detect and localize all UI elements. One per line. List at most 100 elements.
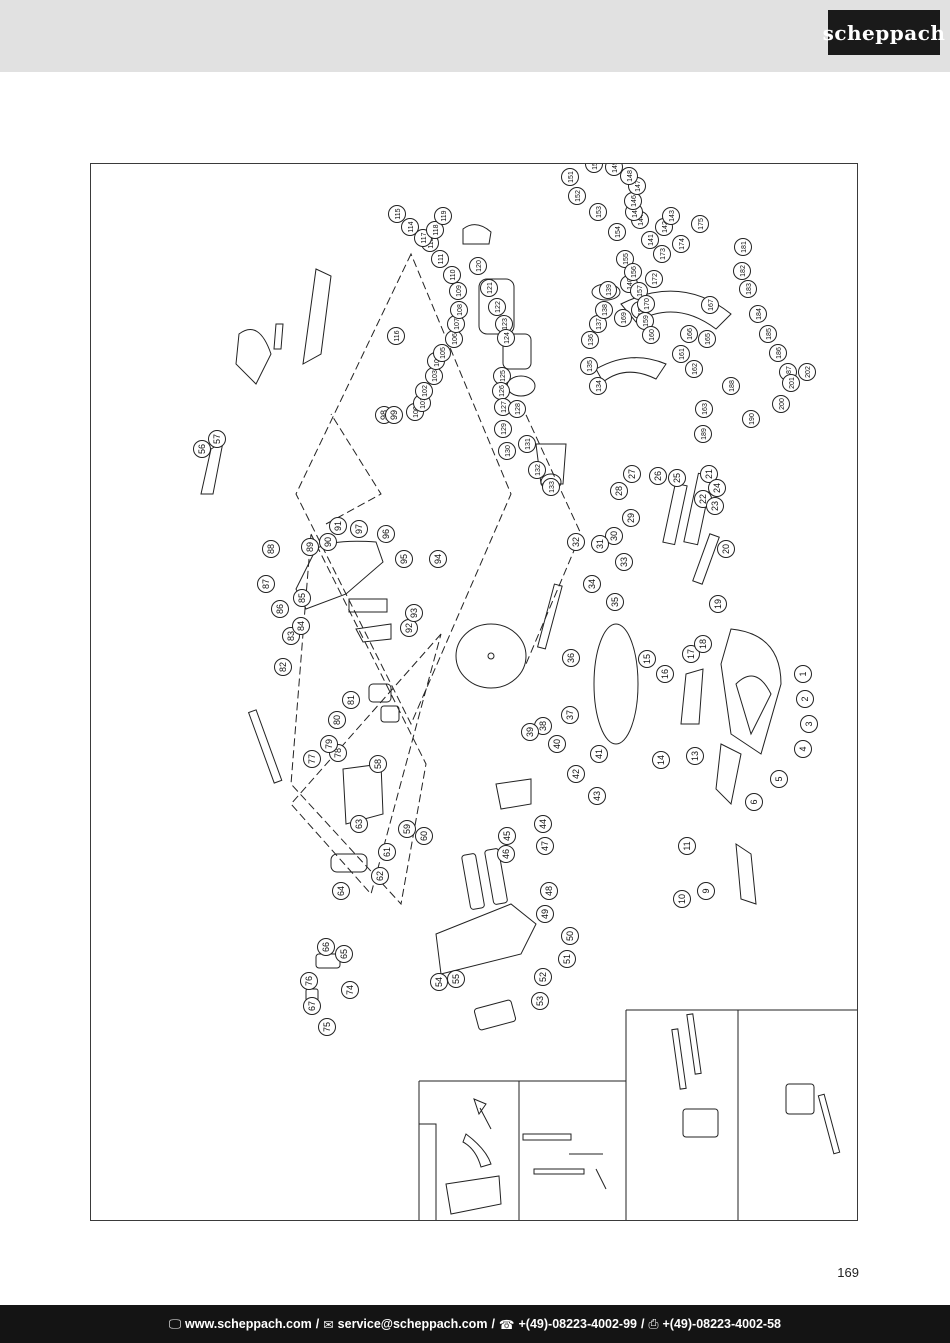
- part-callout-circle: [794, 665, 812, 683]
- part-callout-circle: [271, 600, 289, 618]
- part-callout-circle: [430, 973, 448, 991]
- part-callout-circle: [734, 238, 752, 256]
- part-callout-circle: [257, 575, 275, 593]
- part-callout-circle: [708, 479, 726, 497]
- part-callout-circle: [649, 467, 667, 485]
- part-callout: 52: [534, 968, 552, 986]
- part-callout: 77: [303, 750, 321, 768]
- part-callout-label: 40: [552, 739, 562, 749]
- part-callout-label: 62: [375, 871, 385, 881]
- part-callout-circle: [589, 203, 607, 221]
- part-callout-circle: [293, 589, 311, 607]
- part-callout-label: 141: [648, 234, 655, 246]
- part-callout-circle: [800, 715, 818, 733]
- part-callout-circle: [759, 325, 777, 343]
- part-callout-circle: [796, 690, 814, 708]
- part-callout: 96: [377, 525, 395, 543]
- part-callout: 35: [606, 593, 624, 611]
- part-callout-circle: [745, 793, 763, 811]
- part-callout-circle: [497, 329, 515, 347]
- part-callout: 126: [492, 382, 510, 400]
- part-callout: 125: [493, 367, 511, 385]
- part-callout-label: 123: [502, 318, 509, 330]
- part-callout-label: 63: [354, 819, 364, 829]
- part-callout-circle: [620, 167, 638, 185]
- part-callout-label: 111: [438, 254, 445, 265]
- part-callout: 48: [540, 882, 558, 900]
- part-callout-circle: [303, 750, 321, 768]
- page-number: 169: [837, 1265, 859, 1280]
- part-callout-label: 15: [642, 654, 652, 664]
- part-callout-label: 37: [565, 710, 575, 720]
- part-callout-circle: [534, 968, 552, 986]
- part-callout: 122: [488, 298, 506, 316]
- part-callout-circle: [342, 691, 360, 709]
- part-callout-label: 106: [452, 333, 459, 345]
- part-callout-label: 51: [562, 954, 572, 964]
- part-callout-label: 167: [708, 299, 715, 311]
- part-callout-label: 9: [701, 888, 711, 893]
- part-callout-label: 43: [592, 791, 602, 801]
- part-callout-circle: [319, 533, 337, 551]
- part-callout: 154: [608, 223, 626, 241]
- part-callout-circle: [694, 425, 712, 443]
- part-callout-circle: [449, 282, 467, 300]
- part-callout-circle: [717, 540, 735, 558]
- part-callout-circle: [561, 927, 579, 945]
- part-callout-label: 53: [535, 996, 545, 1006]
- part-callout: 185: [759, 325, 777, 343]
- part-callout: 190: [742, 410, 760, 428]
- part-callout: 156: [624, 263, 642, 281]
- part-callout-label: 185: [766, 328, 773, 340]
- part-callout-circle: [798, 363, 816, 381]
- part-callout: 120: [469, 257, 487, 275]
- part-callout: 119: [434, 207, 452, 225]
- part-callout: 110: [443, 266, 461, 284]
- part-callout-label: 165: [705, 333, 712, 345]
- part-callout: 33: [615, 553, 633, 571]
- part-callout-circle: [274, 658, 292, 676]
- part-callout-circle: [668, 469, 686, 487]
- part-callout-circle: [591, 535, 609, 553]
- part-callout-label: 152: [575, 190, 582, 202]
- part-callout: 153: [589, 203, 607, 221]
- part-callout: 57: [208, 430, 226, 448]
- part-callout: 99: [385, 406, 403, 424]
- part-callout-label: 131: [525, 438, 532, 450]
- part-callout-label: 99: [389, 410, 399, 420]
- part-callout-label: 23: [710, 501, 720, 511]
- part-callout: 152: [568, 187, 586, 205]
- part-callout: 174: [672, 235, 690, 253]
- part-callout-circle: [739, 280, 757, 298]
- part-callout-circle: [605, 527, 623, 545]
- part-callout-label: 161: [679, 348, 686, 360]
- part-callout-label: 1: [798, 671, 808, 676]
- part-callout-circle: [542, 478, 560, 496]
- part-callout-label: 133: [549, 481, 556, 493]
- part-callout: 5: [770, 770, 788, 788]
- part-callout-label: 98: [379, 410, 389, 420]
- part-callout-circle: [548, 735, 566, 753]
- part-callout: 148: [620, 167, 638, 185]
- part-callout: 45: [498, 827, 516, 845]
- part-callout-circle: [488, 298, 506, 316]
- part-callout: 102: [415, 382, 433, 400]
- part-callout: 155: [616, 250, 634, 268]
- part-callout-label: 137: [596, 318, 603, 330]
- part-callout-label: 35: [610, 597, 620, 607]
- part-callout-circle: [652, 751, 670, 769]
- part-callout-circle: [606, 593, 624, 611]
- part-callout-circle: [656, 665, 674, 683]
- part-callout-label: 135: [587, 360, 594, 372]
- part-callout: 189: [694, 425, 712, 443]
- part-callout-circle: [662, 207, 680, 225]
- part-callout-label: 77: [307, 754, 317, 764]
- part-callout-circle: [508, 400, 526, 418]
- part-callout: 87: [257, 575, 275, 593]
- part-callout-circle: [610, 482, 628, 500]
- part-callout-circle: [434, 207, 452, 225]
- part-callout: 139: [599, 281, 617, 299]
- part-callout: 75: [318, 1018, 336, 1036]
- part-callout: 138: [595, 301, 613, 319]
- part-callout: 121: [480, 279, 498, 297]
